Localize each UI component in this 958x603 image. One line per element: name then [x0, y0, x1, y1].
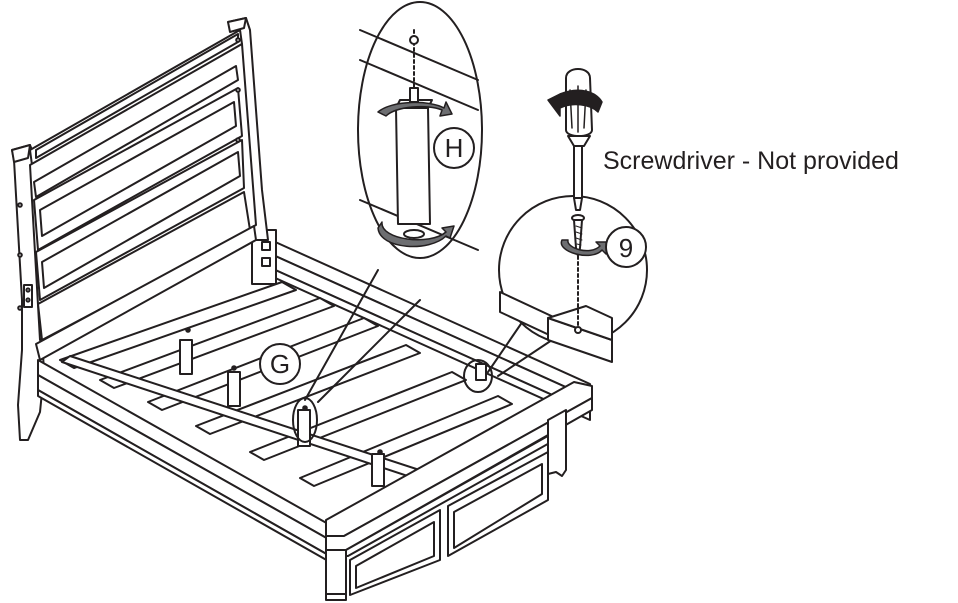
right-side-rail [251, 229, 591, 421]
left-side-rail [37, 359, 331, 563]
part-label-9: 9 [605, 226, 647, 268]
part-label-g: G [259, 343, 301, 385]
part-label-h: H [433, 127, 475, 169]
callout-9 [463, 195, 648, 393]
slats [59, 281, 513, 487]
headboard [11, 17, 269, 441]
bed-frame [11, 17, 593, 601]
svg-text:H: H [445, 133, 464, 163]
rotation-arrow-icon [547, 89, 603, 117]
svg-text:9: 9 [619, 233, 633, 263]
tool-note: Screwdriver - Not provided [603, 147, 899, 175]
rotation-arrow-icon [377, 101, 455, 248]
support-legs [179, 339, 385, 487]
callout-h [292, 1, 483, 443]
svg-text:G: G [270, 349, 290, 379]
footboard [325, 363, 593, 601]
